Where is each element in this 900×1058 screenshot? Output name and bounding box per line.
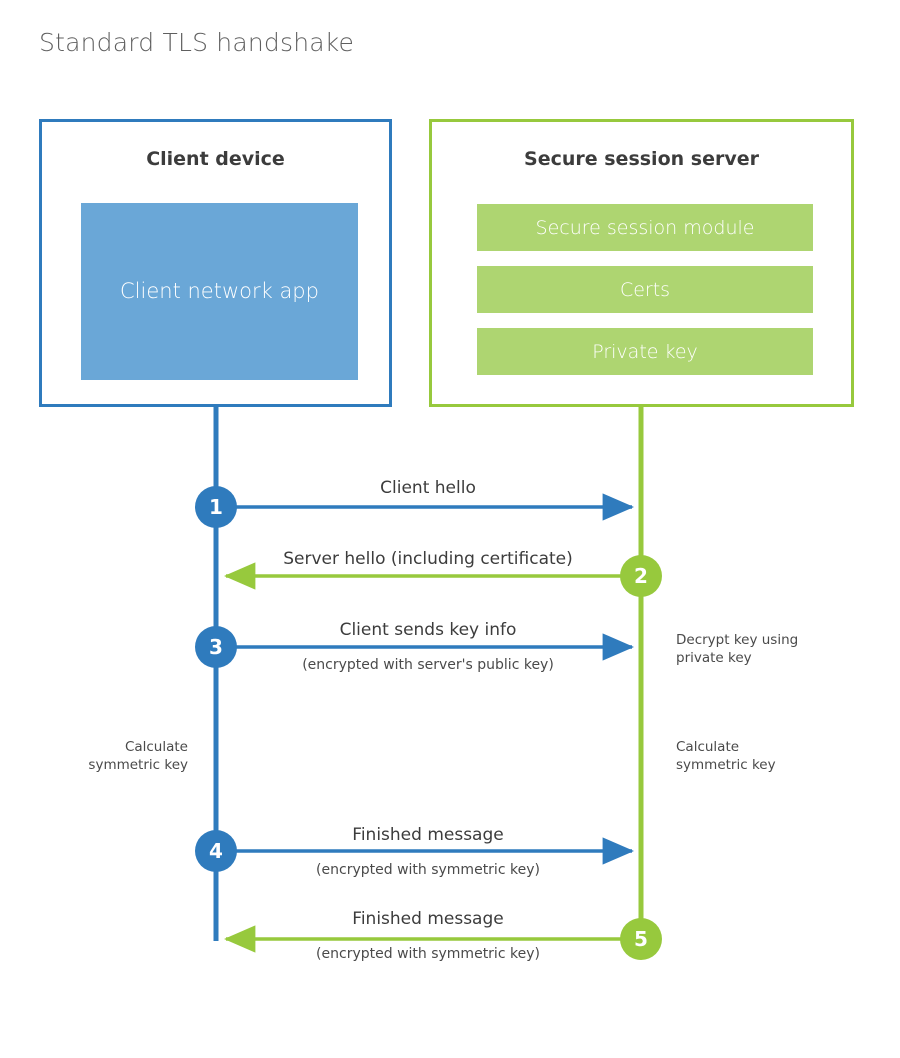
step-4-label: Finished message <box>352 825 504 845</box>
step-4-marker: 4 <box>195 830 237 872</box>
step-5-marker: 5 <box>620 918 662 960</box>
step-1-marker: 1 <box>195 486 237 528</box>
page-title: Standard TLS handshake <box>39 28 355 57</box>
step-3-sublabel: (encrypted with server's public key) <box>302 657 554 673</box>
note-decrypt-key: Decrypt key using private key <box>676 632 799 666</box>
step-5-label: Finished message <box>352 909 504 929</box>
step-5-sublabel: (encrypted with symmetric key) <box>316 946 540 962</box>
step-3-marker: 3 <box>195 626 237 668</box>
server-module-certs: Certs <box>477 266 813 313</box>
secure-session-server-title: Secure session server <box>524 148 759 170</box>
client-device-title: Client device <box>146 148 285 170</box>
step-2-marker: 2 <box>620 555 662 597</box>
note-server-calculate-symmetric-key: Calculate symmetric key <box>676 739 776 773</box>
step-1-label: Client hello <box>380 478 476 498</box>
server-module-secure-session-module: Secure session module <box>477 204 813 251</box>
server-module-private-key: Private key <box>477 328 813 375</box>
step-2-label: Server hello (including certificate) <box>283 549 573 569</box>
step-3-label: Client sends key info <box>339 620 517 640</box>
note-client-calculate-symmetric-key: Calculate symmetric key <box>88 739 188 773</box>
client-device-box: Client device Client network app <box>39 119 392 407</box>
client-network-app-block: Client network app <box>81 203 358 380</box>
step-4-sublabel: (encrypted with symmetric key) <box>316 862 540 878</box>
secure-session-server-box: Secure session server Secure session mod… <box>429 119 854 407</box>
